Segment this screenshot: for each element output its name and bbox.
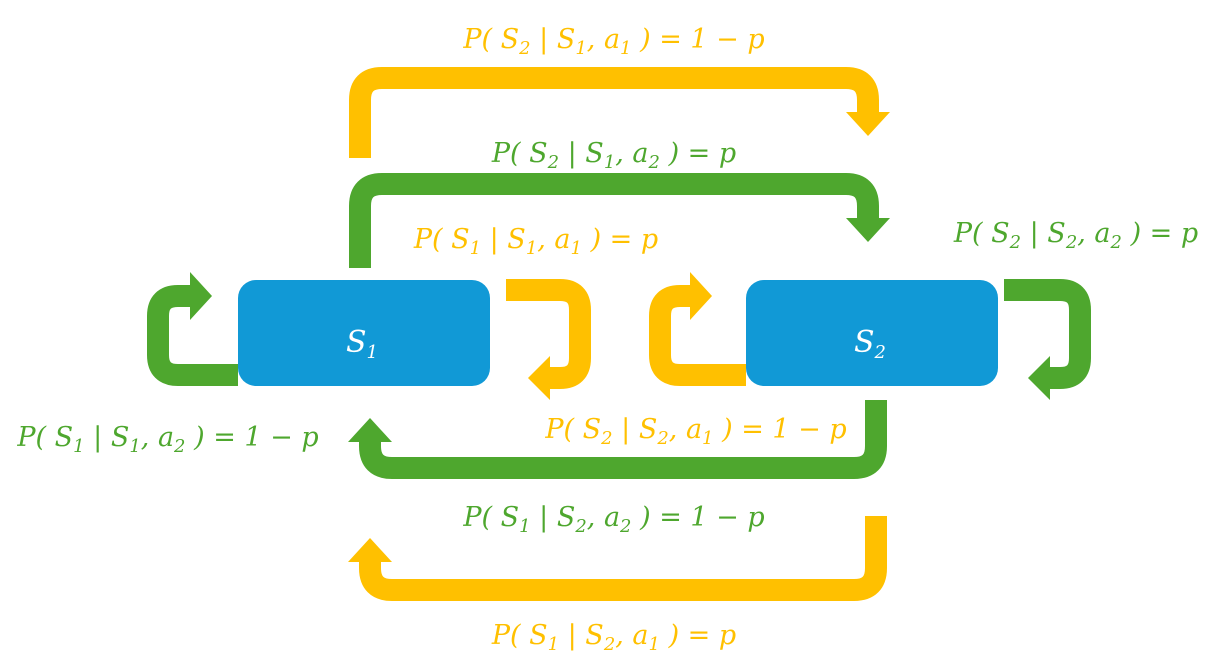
arrow-s2-self-a1 (649, 272, 746, 386)
label-s2-given-s2-a2: P( S2 | S2, a2 ) = p (953, 218, 1198, 253)
state-s1-label: S1 (346, 325, 378, 363)
label-s2-given-s1-a2: P( S2 | S1, a2 ) = p (491, 138, 736, 173)
label-s1-given-s1-a1: P( S1 | S1, a1 ) = p (413, 224, 658, 259)
label-s2-given-s1-a1: P( S2 | S1, a1 ) = 1 − p (462, 24, 764, 59)
state-s1-box (238, 280, 490, 386)
label-s1-given-s2-a2: P( S1 | S2, a2 ) = 1 − p (462, 502, 764, 537)
arrow-s2-to-s1-a1 (348, 516, 887, 601)
arrow-s1-to-s2-a2 (349, 173, 890, 268)
label-s2-given-s2-a1: P( S2 | S2, a1 ) = 1 − p (544, 414, 846, 449)
arrow-s2-to-s1-a2 (348, 400, 887, 479)
state-s2-label: S2 (854, 325, 886, 363)
label-s1-given-s2-a1: P( S1 | S2, a1 ) = p (491, 620, 736, 655)
arrow-s1-to-s2-a1 (349, 67, 890, 158)
state-s2-box (746, 280, 998, 386)
label-s1-given-s1-a2: P( S1 | S1, a2 ) = 1 − p (16, 422, 318, 457)
arrow-s1-self-a2 (147, 272, 238, 386)
arrow-s1-self-a1 (506, 279, 591, 400)
arrow-s2-self-a2 (1004, 279, 1091, 400)
